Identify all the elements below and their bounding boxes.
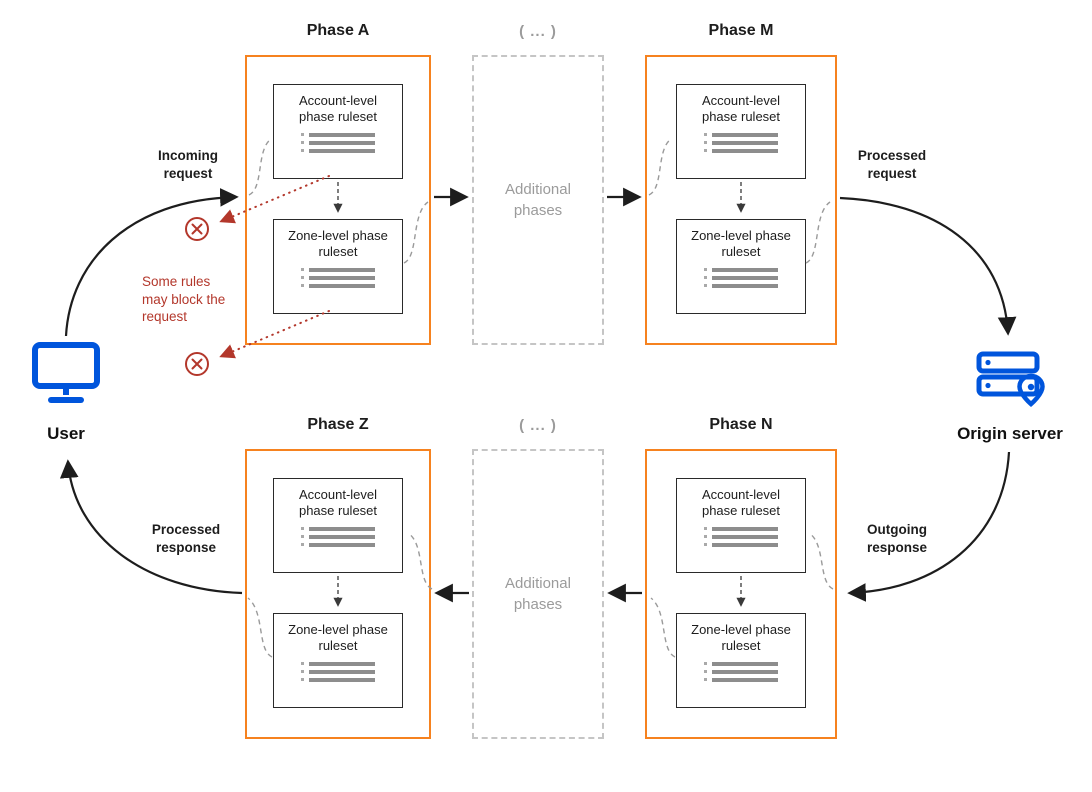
phase-z-account-ruleset: Account-level phase ruleset (273, 478, 403, 573)
bottom-ellipsis: ( ... ) (519, 417, 557, 434)
phase-n-zone-ruleset: Zone-level phase ruleset (676, 613, 806, 708)
phase-z-title: Phase Z (307, 416, 369, 433)
server-with-pin-icon (976, 351, 1045, 407)
ruleset-lines-icon (301, 132, 375, 153)
ruleset-label: Zone-level phase ruleset (288, 622, 388, 654)
incoming-request-label: Incoming request (158, 148, 218, 181)
phase-n-title: Phase N (709, 416, 773, 433)
phase-m-box: Account-level phase ruleset Zone-level p… (645, 55, 837, 345)
blocked-icon (185, 217, 209, 241)
user-endpoint (30, 340, 102, 406)
ruleset-label: Zone-level phase ruleset (288, 228, 388, 260)
ruleset-label: Account-level phase ruleset (298, 487, 378, 519)
ruleset-lines-icon (704, 267, 778, 288)
phase-a-zone-ruleset: Zone-level phase ruleset (273, 219, 403, 314)
ruleset-lines-icon (704, 661, 778, 682)
phase-m-title: Phase M (708, 22, 774, 39)
phase-m-to-origin-arrow (839, 196, 1017, 336)
origin-server-label: Origin server (957, 424, 1063, 443)
phase-z-box: Account-level phase ruleset Zone-level p… (245, 449, 431, 739)
ruleset-label: Account-level phase ruleset (298, 93, 378, 125)
user-label: User (47, 424, 85, 443)
block-note: Some rules may block the request (142, 274, 226, 325)
phase-m-zone-ruleset: Zone-level phase ruleset (676, 219, 806, 314)
phase-a-title: Phase A (306, 22, 370, 39)
ruleset-label: Zone-level phase ruleset (691, 228, 791, 260)
phase-z-zone-ruleset: Zone-level phase ruleset (273, 613, 403, 708)
ruleset-lines-icon (704, 132, 778, 153)
outgoing-response-label: Outgoing response (866, 522, 928, 555)
top-ellipsis: ( ... ) (519, 23, 557, 40)
additional-phases-bottom-box: Additional phases (472, 449, 604, 739)
additional-phases-top-box: Additional phases (472, 55, 604, 345)
additional-phases-label: Additional phases (505, 181, 571, 219)
ruleset-lines-icon (301, 661, 375, 682)
processed-response-label: Processed response (151, 522, 221, 555)
ruleset-lines-icon (704, 526, 778, 547)
ruleset-lines-icon (301, 267, 375, 288)
ruleset-lines-icon (301, 526, 375, 547)
processed-request-label: Processed request (857, 148, 927, 181)
phase-a-account-ruleset: Account-level phase ruleset (273, 84, 403, 179)
origin-endpoint (976, 348, 1048, 410)
phase-n-box: Account-level phase ruleset Zone-level p… (645, 449, 837, 739)
ruleset-label: Zone-level phase ruleset (691, 622, 791, 654)
phase-m-account-ruleset: Account-level phase ruleset (676, 84, 806, 179)
monitor-icon (32, 342, 100, 403)
ruleset-label: Account-level phase ruleset (701, 487, 781, 519)
phase-n-account-ruleset: Account-level phase ruleset (676, 478, 806, 573)
phase-a-box: Account-level phase ruleset Zone-level p… (245, 55, 431, 345)
ruleset-label: Account-level phase ruleset (701, 93, 781, 125)
additional-phases-label: Additional phases (505, 575, 571, 613)
blocked-icon (185, 352, 209, 376)
